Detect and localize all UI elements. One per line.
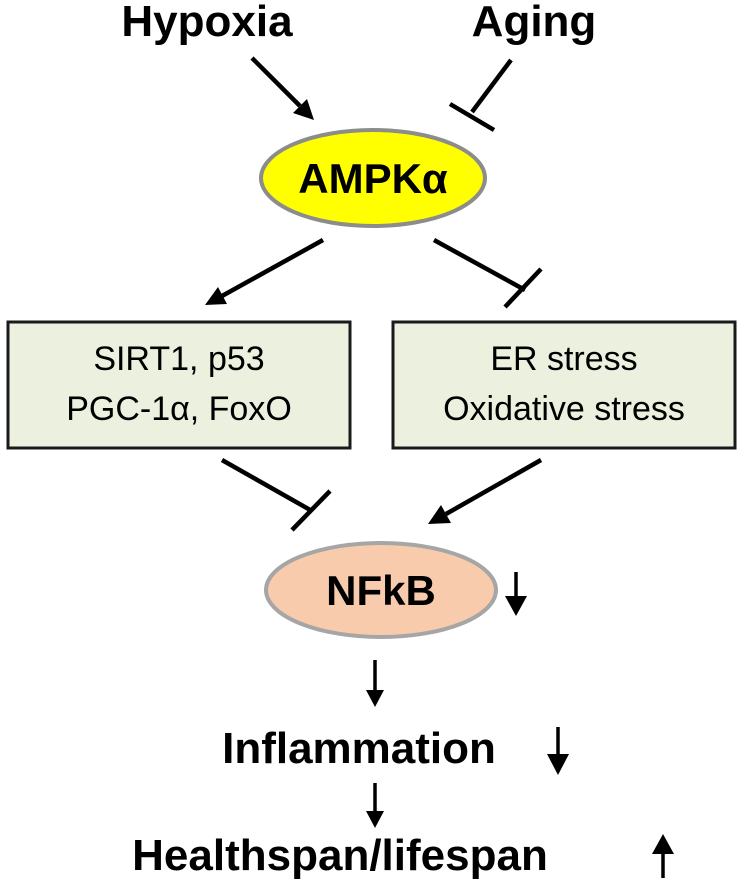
healthspan-up-arrow-icon <box>652 834 674 878</box>
ampk-label: AMPKα <box>298 155 448 202</box>
ampk-node: AMPKα <box>259 128 487 228</box>
edge-ampk-box-right <box>432 238 543 309</box>
nfkb-label: NFkB <box>326 567 436 614</box>
nfkb-node: NFkB <box>264 541 498 639</box>
edge-hypoxia-ampk <box>250 56 314 120</box>
box-left: SIRT1, p53 PGC-1α, FoxO <box>6 320 352 450</box>
box-right: ER stress Oxidative stress <box>391 320 737 450</box>
ampk-ellipse <box>259 128 487 228</box>
hypoxia-label: Hypoxia <box>121 0 293 46</box>
edge-box-left-nfkb <box>220 458 332 532</box>
box-left-line2: PGC-1α, FoxO <box>66 390 292 428</box>
edge-nfkb-inflammation <box>366 660 384 707</box>
box-right-rect <box>391 320 737 450</box>
nfkb-ellipse <box>264 541 498 639</box>
edge-ampk-box-left <box>205 238 325 305</box>
aging-label: Aging <box>472 0 597 46</box>
box-right-line1: ER stress <box>490 340 637 378</box>
inflammation-down-arrow-icon <box>547 727 569 775</box>
edge-aging-ampk <box>448 58 513 132</box>
edge-box-right-nfkb <box>428 458 543 524</box>
nfkb-down-arrow-icon <box>505 572 527 616</box>
inflammation-label: Inflammation <box>222 724 496 773</box>
box-left-rect <box>6 320 352 450</box>
edge-inflammation-healthspan <box>366 783 384 828</box>
box-left-line1: SIRT1, p53 <box>93 340 264 378</box>
healthspan-label: Healthspan/lifespan <box>132 831 548 880</box>
box-right-line2: Oxidative stress <box>443 390 685 428</box>
